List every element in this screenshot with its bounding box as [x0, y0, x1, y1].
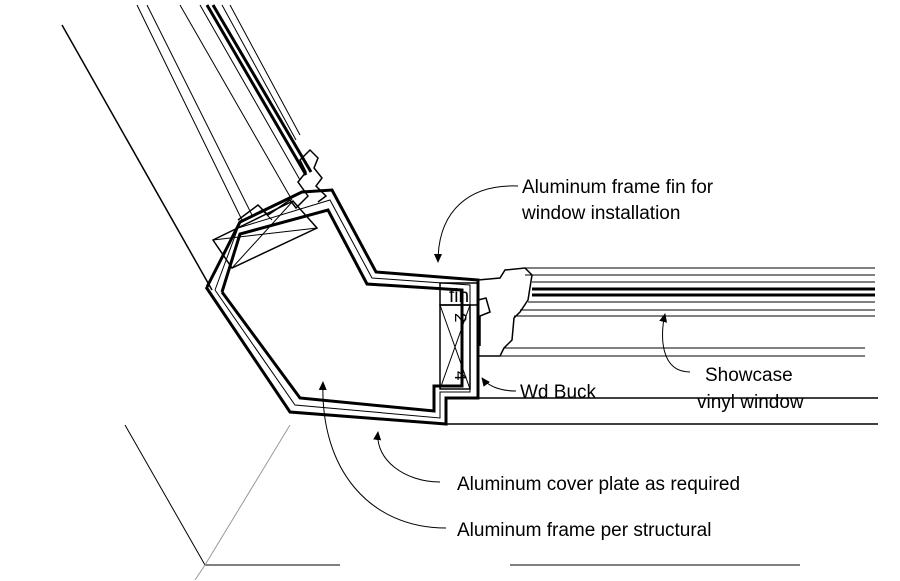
- buck-size-bottom: 4: [451, 371, 470, 380]
- buck-label: Wd Buck: [520, 382, 597, 403]
- straight-wood-buck: [439, 282, 479, 390]
- cover-plate-leader: [373, 431, 441, 483]
- fin-note-line1: Aluminum frame fin for: [522, 177, 714, 198]
- cover-plate-label: Aluminum cover plate as required: [457, 474, 740, 495]
- frame-leader: [318, 381, 447, 529]
- leader-lines: [318, 185, 691, 529]
- fin-leader: [434, 185, 519, 263]
- window-leader: [659, 313, 691, 373]
- window-line2: vinyl window: [697, 392, 804, 413]
- frame-structural-label: Aluminum frame per structural: [457, 520, 711, 541]
- aluminum-frame: [204, 188, 480, 426]
- fin-tag: fin: [449, 286, 469, 307]
- fin-note-line2: window installation: [521, 203, 680, 224]
- buck-size-top: 2: [451, 313, 470, 322]
- straight-window-assembly: [446, 267, 878, 425]
- window-line1: Showcase: [705, 365, 793, 386]
- buck-leader: [481, 377, 517, 392]
- angled-window-assembly: [61, 4, 328, 291]
- reference-lines: [124, 424, 800, 581]
